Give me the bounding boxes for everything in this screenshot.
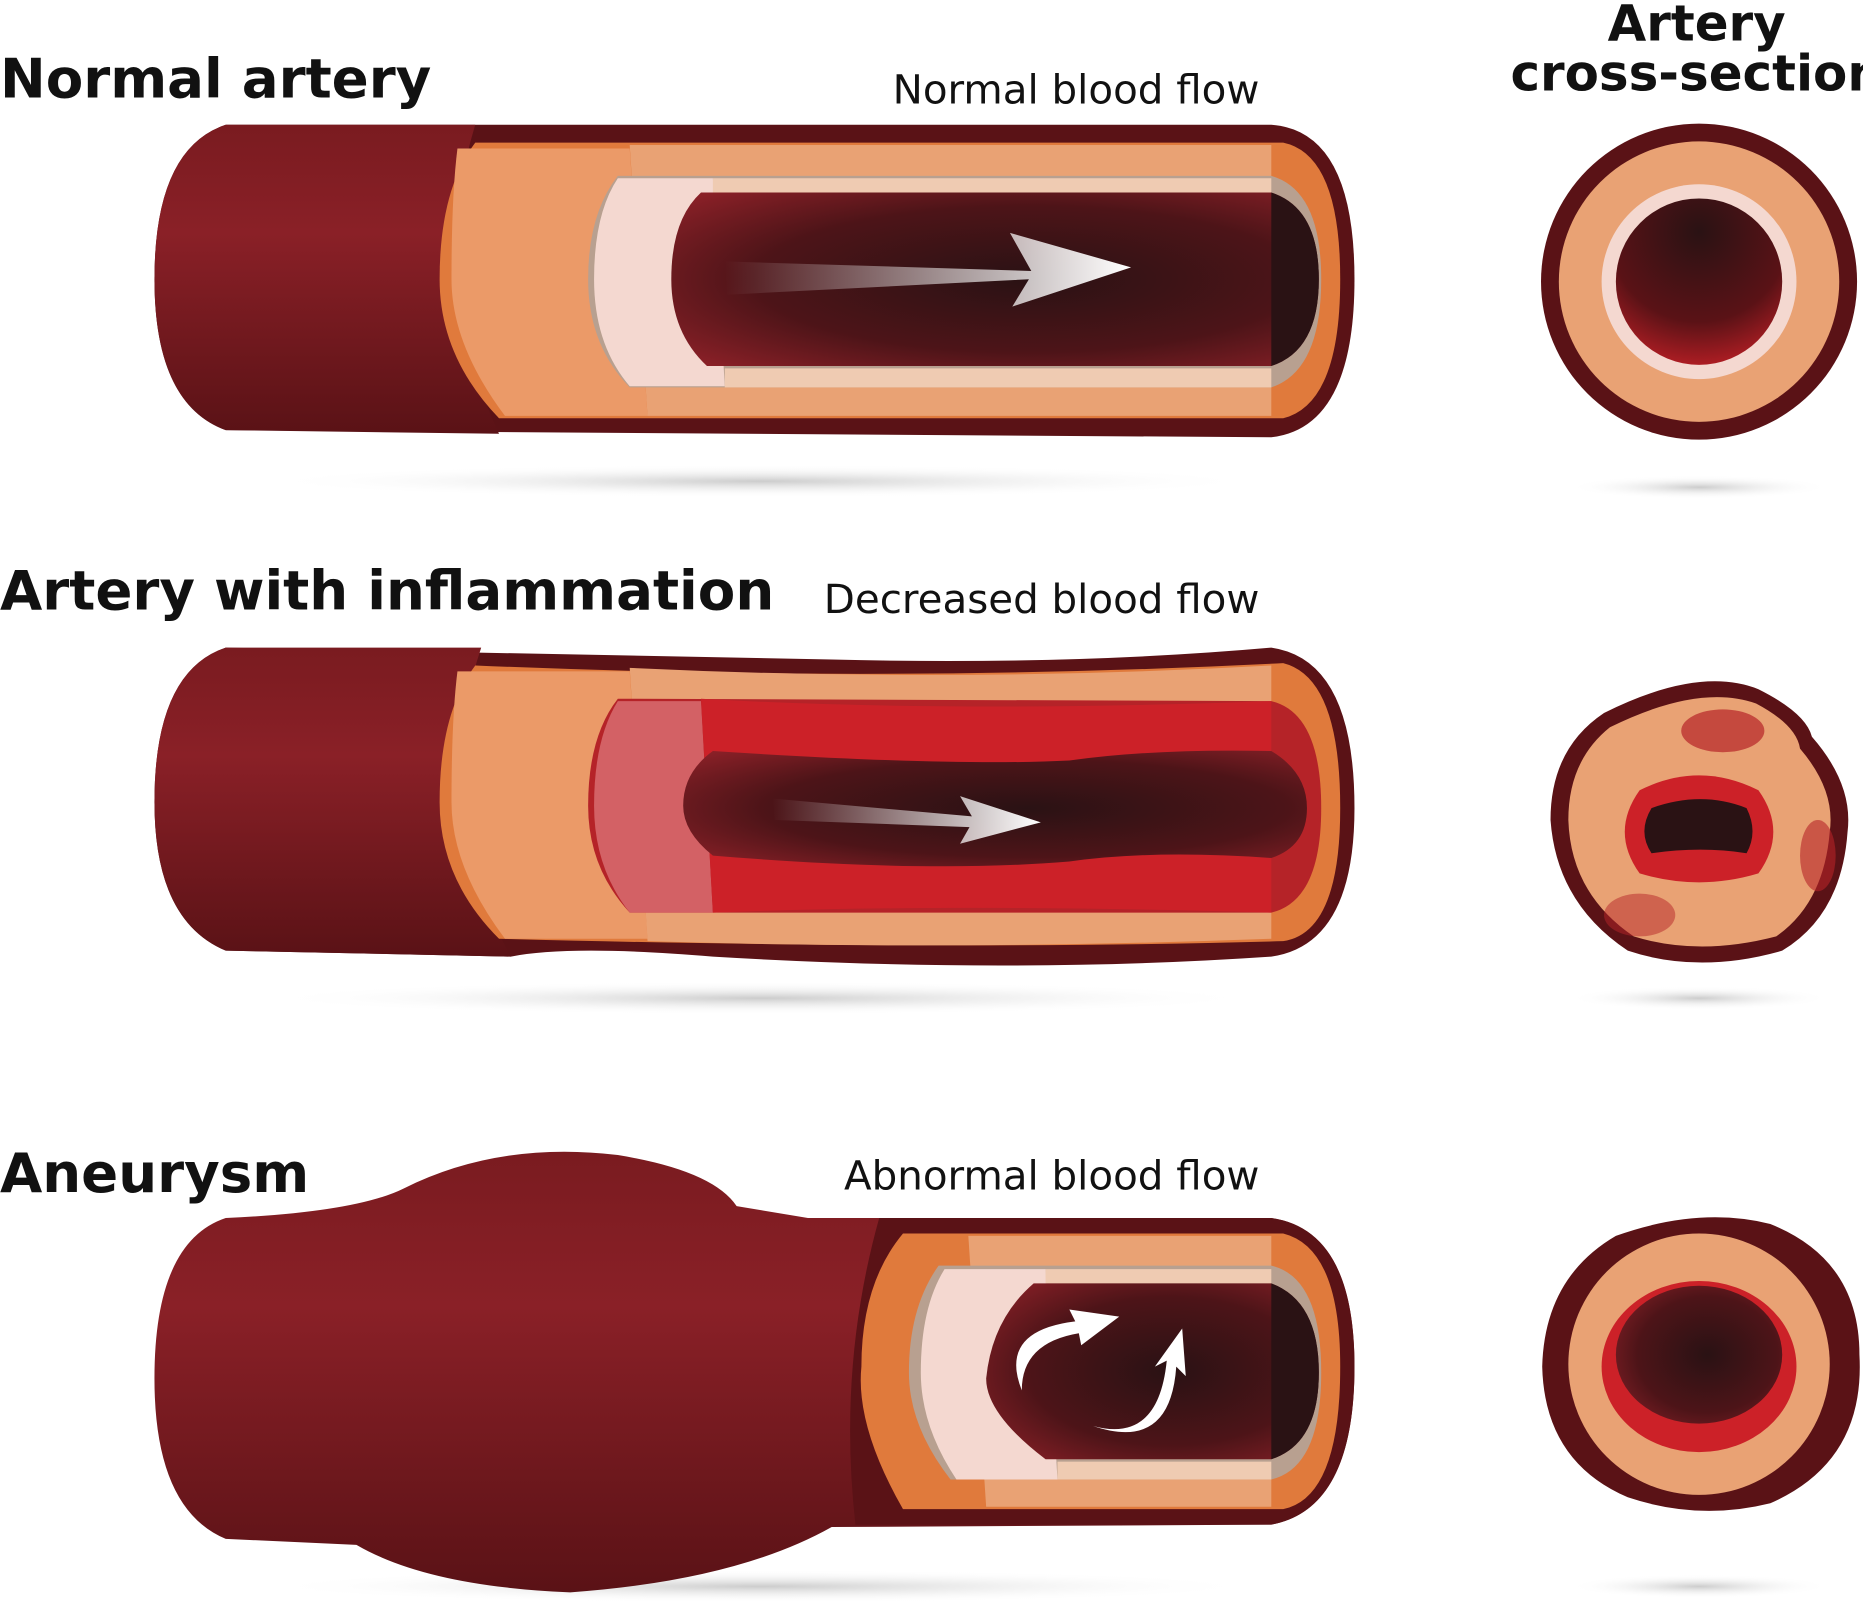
abnormal-flow-label: Abnormal blood flow [844, 1153, 1259, 1200]
swirl-arrow-icon [1093, 1328, 1186, 1433]
flow-arrow-icon [772, 796, 1041, 844]
normal-flow-label: Normal blood flow [893, 66, 1260, 113]
shadow [261, 464, 1260, 498]
aneurysm-cross-section [1542, 1217, 1860, 1511]
decreased-flow-label: Decreased blood flow [824, 576, 1260, 623]
aneurysm-title: Aneurysm [0, 1141, 309, 1205]
shadow [261, 981, 1260, 1015]
normal-artery-illustration [154, 124, 1355, 438]
swirl-arrow-icon [1016, 1309, 1120, 1391]
inflamed-artery-illustration [154, 647, 1355, 966]
inflammation-title: Artery with inflammation [0, 559, 774, 623]
cross-section-title-line2: cross-section [1510, 44, 1863, 102]
shadow [1568, 1574, 1830, 1599]
normal-artery-title: Normal artery [0, 46, 431, 110]
aneurysm-illustration [154, 1151, 1355, 1593]
normal-cross-section [1541, 123, 1858, 440]
inflamed-cross-section [1550, 681, 1849, 963]
shadow [261, 1569, 1260, 1604]
flow-arrow-icon [724, 232, 1132, 307]
shadow [1568, 986, 1830, 1011]
cross-section-title-line1: Artery [1608, 0, 1786, 52]
shadow [1568, 475, 1830, 500]
